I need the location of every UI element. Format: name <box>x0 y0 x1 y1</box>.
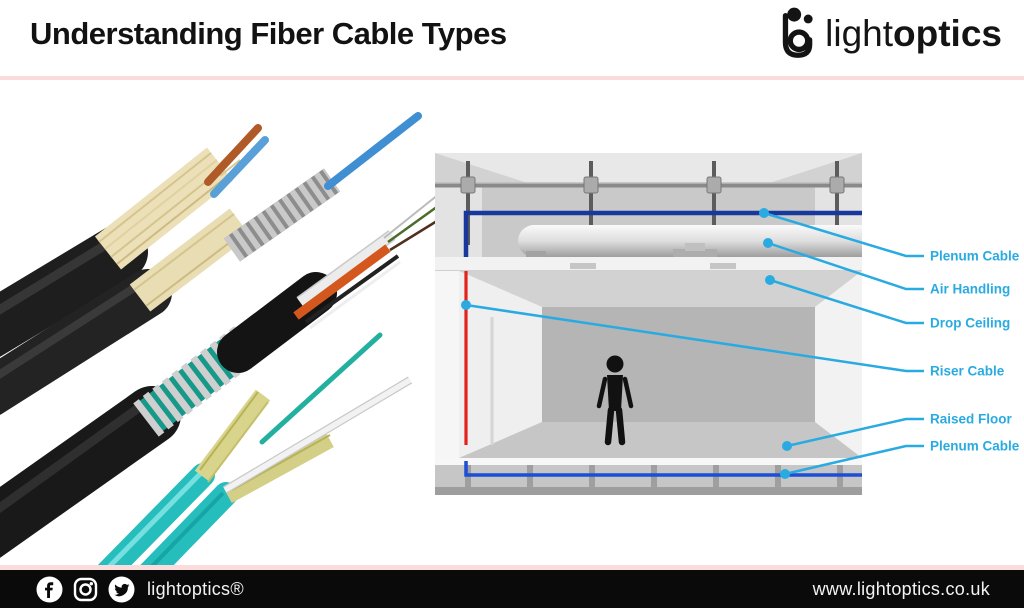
building-structure <box>435 153 862 495</box>
page-title: Understanding Fiber Cable Types <box>30 16 507 51</box>
room-floor <box>459 422 862 458</box>
twitter-icon[interactable] <box>108 576 135 603</box>
logo-wordmark: lightoptics <box>825 15 1002 52</box>
callout-lines <box>465 211 924 476</box>
callout-dots <box>461 208 792 479</box>
building-cross-section-diagram: Plenum Cable Air Handling Drop Ceiling R… <box>435 153 1020 495</box>
room-back-wall <box>542 307 815 422</box>
cable-armored-corrugated <box>0 112 422 415</box>
label-plenum-cable-bottom: Plenum Cable <box>930 439 1020 454</box>
plenum-cable-top-line <box>463 210 862 260</box>
cable-aqua-duplex <box>97 332 413 565</box>
footer-divider <box>0 565 1024 570</box>
label-raised-floor: Raised Floor <box>930 412 1013 427</box>
instagram-icon[interactable] <box>72 576 99 603</box>
footer-website-link[interactable]: www.lightoptics.co.uk <box>812 578 990 599</box>
logo-word-optics: optics <box>893 12 1002 54</box>
label-air-handling: Air Handling <box>930 282 1010 297</box>
label-plenum-cable-top: Plenum Cable <box>930 249 1020 264</box>
cable-duplex-zipcord <box>0 124 269 357</box>
label-riser-cable: Riser Cable <box>930 364 1005 379</box>
footer-bar: lightoptics® www.lightoptics.co.uk <box>0 570 1024 608</box>
footer-brand-text: lightoptics® <box>147 578 244 599</box>
header-divider <box>0 76 1024 80</box>
drop-ceiling-slab <box>435 257 862 271</box>
person-figure <box>596 355 634 446</box>
label-drop-ceiling: Drop Ceiling <box>930 316 1010 331</box>
lightoptics-logo-mark-icon <box>775 4 823 62</box>
facebook-icon[interactable] <box>36 576 63 603</box>
lightoptics-logo: lightoptics <box>775 4 1002 62</box>
logo-word-light: light <box>825 12 894 54</box>
social-icons <box>36 576 135 603</box>
air-handling-duct <box>518 225 862 257</box>
fiber-cables-photo <box>0 112 459 565</box>
cable-outdoor-loose-tube <box>0 189 459 558</box>
plenum-cable-underfloor-line <box>464 461 862 477</box>
raised-floor-top <box>435 458 862 465</box>
